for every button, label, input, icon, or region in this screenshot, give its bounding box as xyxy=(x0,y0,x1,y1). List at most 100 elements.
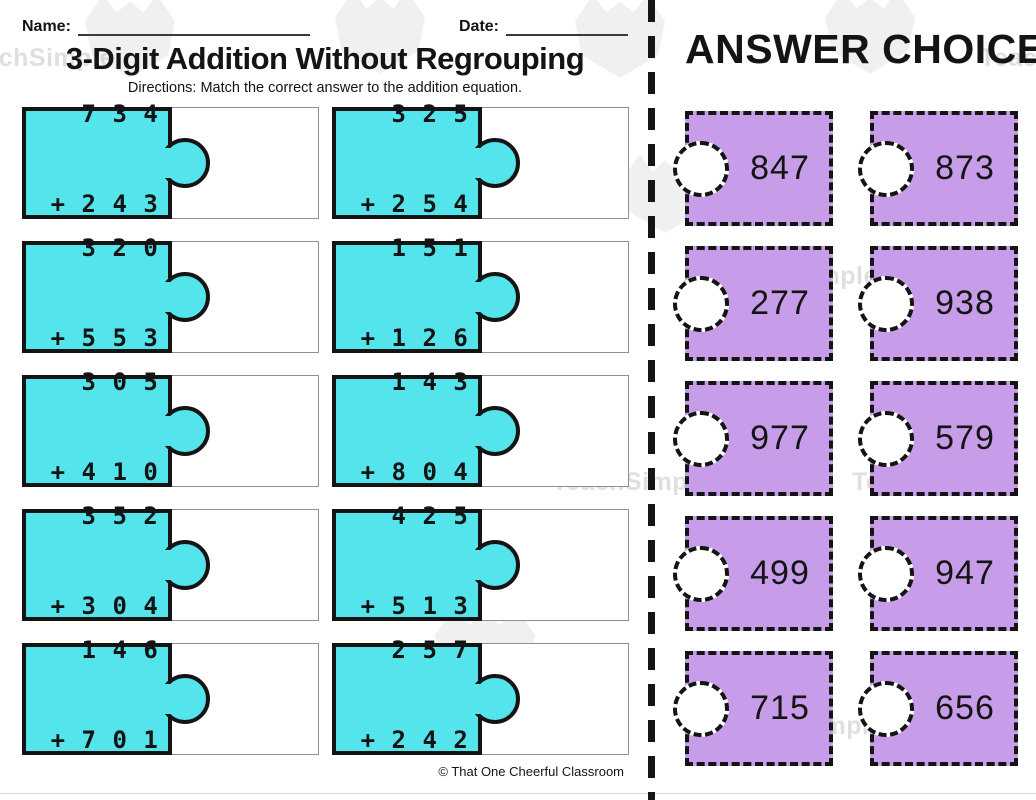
puzzle-socket xyxy=(673,545,729,602)
name-label: Name: xyxy=(22,18,71,35)
addend-bottom: + 5 5 3 xyxy=(50,323,159,352)
addend-bottom: + 2 4 2 xyxy=(360,725,469,754)
answer-value: 579 xyxy=(935,419,995,457)
problem-puzzle-piece[interactable]: 3 2 5 + 2 5 4 xyxy=(332,100,520,219)
addend-bottom: + 3 0 4 xyxy=(50,591,159,620)
date-field: Date: xyxy=(459,18,628,36)
problems-grid: 7 3 4 + 2 4 3 3 2 5 + 2 5 4 3 2 0 + 5 5 … xyxy=(22,100,629,755)
answer-value: 938 xyxy=(935,284,995,322)
addition-problem: 2 5 7 + 2 4 2 xyxy=(345,575,469,800)
problem-card: 4 2 5 + 5 1 3 xyxy=(332,502,629,621)
puzzle-knob-neck xyxy=(158,550,176,580)
problem-puzzle-piece[interactable]: 2 5 7 + 2 4 2 xyxy=(332,636,520,755)
puzzle-socket xyxy=(673,140,729,197)
answer-choices-title: ANSWER CHOICES xyxy=(685,26,1036,72)
problem-card: 3 5 2 + 3 0 4 xyxy=(22,502,319,621)
answer-puzzle-piece[interactable]: 579 xyxy=(858,381,1018,496)
page-title: 3-Digit Addition Without Regrouping xyxy=(65,41,585,76)
addition-problem: 3 2 5 + 2 5 4 xyxy=(345,39,469,279)
addend-bottom: + 8 0 4 xyxy=(360,457,469,486)
answer-puzzle-piece[interactable]: 947 xyxy=(858,516,1018,631)
problem-puzzle-piece[interactable]: 3 0 5 + 4 1 0 xyxy=(22,368,210,487)
answer-choices-panel: ANSWER CHOICES 847 873 277 938 977 579 4… xyxy=(655,0,1036,800)
puzzle-knob-neck xyxy=(468,684,486,714)
problem-card: 7 3 4 + 2 4 3 xyxy=(22,100,319,219)
puzzle-socket xyxy=(858,140,914,197)
addend-top: 2 5 7 xyxy=(391,635,469,664)
answer-puzzle-piece[interactable]: 715 xyxy=(673,651,833,766)
addition-problem: 3 5 2 + 3 0 4 xyxy=(35,441,159,681)
answer-puzzle-piece[interactable]: 847 xyxy=(673,111,833,226)
addition-problem: 1 4 6 + 7 0 1 xyxy=(35,575,159,800)
addend-top: 3 2 0 xyxy=(81,233,159,262)
problem-card: 1 4 6 + 7 0 1 xyxy=(22,636,319,755)
addend-bottom: + 2 4 3 xyxy=(50,189,159,218)
addend-bottom: + 4 1 0 xyxy=(50,457,159,486)
addend-top: 1 5 1 xyxy=(391,233,469,262)
answer-value: 847 xyxy=(750,149,810,187)
answer-puzzle-piece[interactable]: 873 xyxy=(858,111,1018,226)
copyright-text: © That One Cheerful Classroom xyxy=(438,764,624,779)
addition-problem: 3 2 0 + 5 5 3 xyxy=(35,173,159,413)
problem-puzzle-piece[interactable]: 3 5 2 + 3 0 4 xyxy=(22,502,210,621)
puzzle-knob-neck xyxy=(158,684,176,714)
problem-card: 3 0 5 + 4 1 0 xyxy=(22,368,319,487)
puzzle-socket xyxy=(858,275,914,332)
problem-card: 1 4 3 + 8 0 4 xyxy=(332,368,629,487)
puzzle-socket xyxy=(858,680,914,737)
puzzle-socket xyxy=(673,680,729,737)
answer-value: 277 xyxy=(750,284,810,322)
answer-value: 656 xyxy=(935,689,995,727)
answer-value: 873 xyxy=(935,149,995,187)
addition-problem: 7 3 4 + 2 4 3 xyxy=(35,39,159,279)
problem-puzzle-piece[interactable]: 1 4 6 + 7 0 1 xyxy=(22,636,210,755)
answer-puzzle-piece[interactable]: 499 xyxy=(673,516,833,631)
problem-card: 2 5 7 + 2 4 2 xyxy=(332,636,629,755)
addend-top: 3 2 5 xyxy=(391,99,469,128)
date-label: Date: xyxy=(458,18,499,35)
addition-problem: 1 4 3 + 8 0 4 xyxy=(345,307,469,547)
addend-top: 4 2 5 xyxy=(391,501,469,530)
answer-value: 715 xyxy=(750,689,810,727)
answer-puzzle-piece[interactable]: 938 xyxy=(858,246,1018,361)
puzzle-knob-neck xyxy=(158,282,176,312)
answer-value: 499 xyxy=(750,554,810,592)
problem-puzzle-piece[interactable]: 7 3 4 + 2 4 3 xyxy=(22,100,210,219)
answer-puzzle-piece[interactable]: 656 xyxy=(858,651,1018,766)
puzzle-socket xyxy=(858,410,914,467)
addend-bottom: + 5 1 3 xyxy=(360,591,469,620)
name-field: Name: xyxy=(22,18,310,36)
answer-value: 977 xyxy=(750,419,810,457)
puzzle-knob-neck xyxy=(158,416,176,446)
name-blank-line[interactable] xyxy=(77,20,310,36)
answer-puzzle-piece[interactable]: 277 xyxy=(673,246,833,361)
addend-bottom: + 7 0 1 xyxy=(50,725,159,754)
puzzle-knob-neck xyxy=(468,148,486,178)
puzzle-socket xyxy=(858,545,914,602)
date-blank-line[interactable] xyxy=(506,20,628,36)
addend-top: 1 4 6 xyxy=(81,635,159,664)
problem-puzzle-piece[interactable]: 3 2 0 + 5 5 3 xyxy=(22,234,210,353)
puzzle-knob-neck xyxy=(468,550,486,580)
addend-top: 3 0 5 xyxy=(81,367,159,396)
header-row: Name: Date: xyxy=(22,12,628,36)
addition-problem: 3 0 5 + 4 1 0 xyxy=(35,307,159,547)
problem-puzzle-piece[interactable]: 1 4 3 + 8 0 4 xyxy=(332,368,520,487)
worksheet-panel: Name: Date: 3-Digit Addition Without Reg… xyxy=(22,12,629,779)
panel-divider xyxy=(648,0,655,800)
puzzle-knob-neck xyxy=(468,416,486,446)
puzzle-knob-neck xyxy=(158,148,176,178)
answer-puzzle-piece[interactable]: 977 xyxy=(673,381,833,496)
problem-puzzle-piece[interactable]: 4 2 5 + 5 1 3 xyxy=(332,502,520,621)
problem-puzzle-piece[interactable]: 1 5 1 + 1 2 6 xyxy=(332,234,520,353)
addition-problem: 1 5 1 + 1 2 6 xyxy=(345,173,469,413)
problem-card: 3 2 0 + 5 5 3 xyxy=(22,234,319,353)
puzzle-socket xyxy=(673,275,729,332)
answers-grid: 847 873 277 938 977 579 499 947 715 656 xyxy=(673,111,1022,766)
directions-text: Directions: Match the correct answer to … xyxy=(127,80,523,96)
addend-bottom: + 2 5 4 xyxy=(360,189,469,218)
addend-top: 3 5 2 xyxy=(81,501,159,530)
puzzle-knob-neck xyxy=(468,282,486,312)
addition-problem: 4 2 5 + 5 1 3 xyxy=(345,441,469,681)
